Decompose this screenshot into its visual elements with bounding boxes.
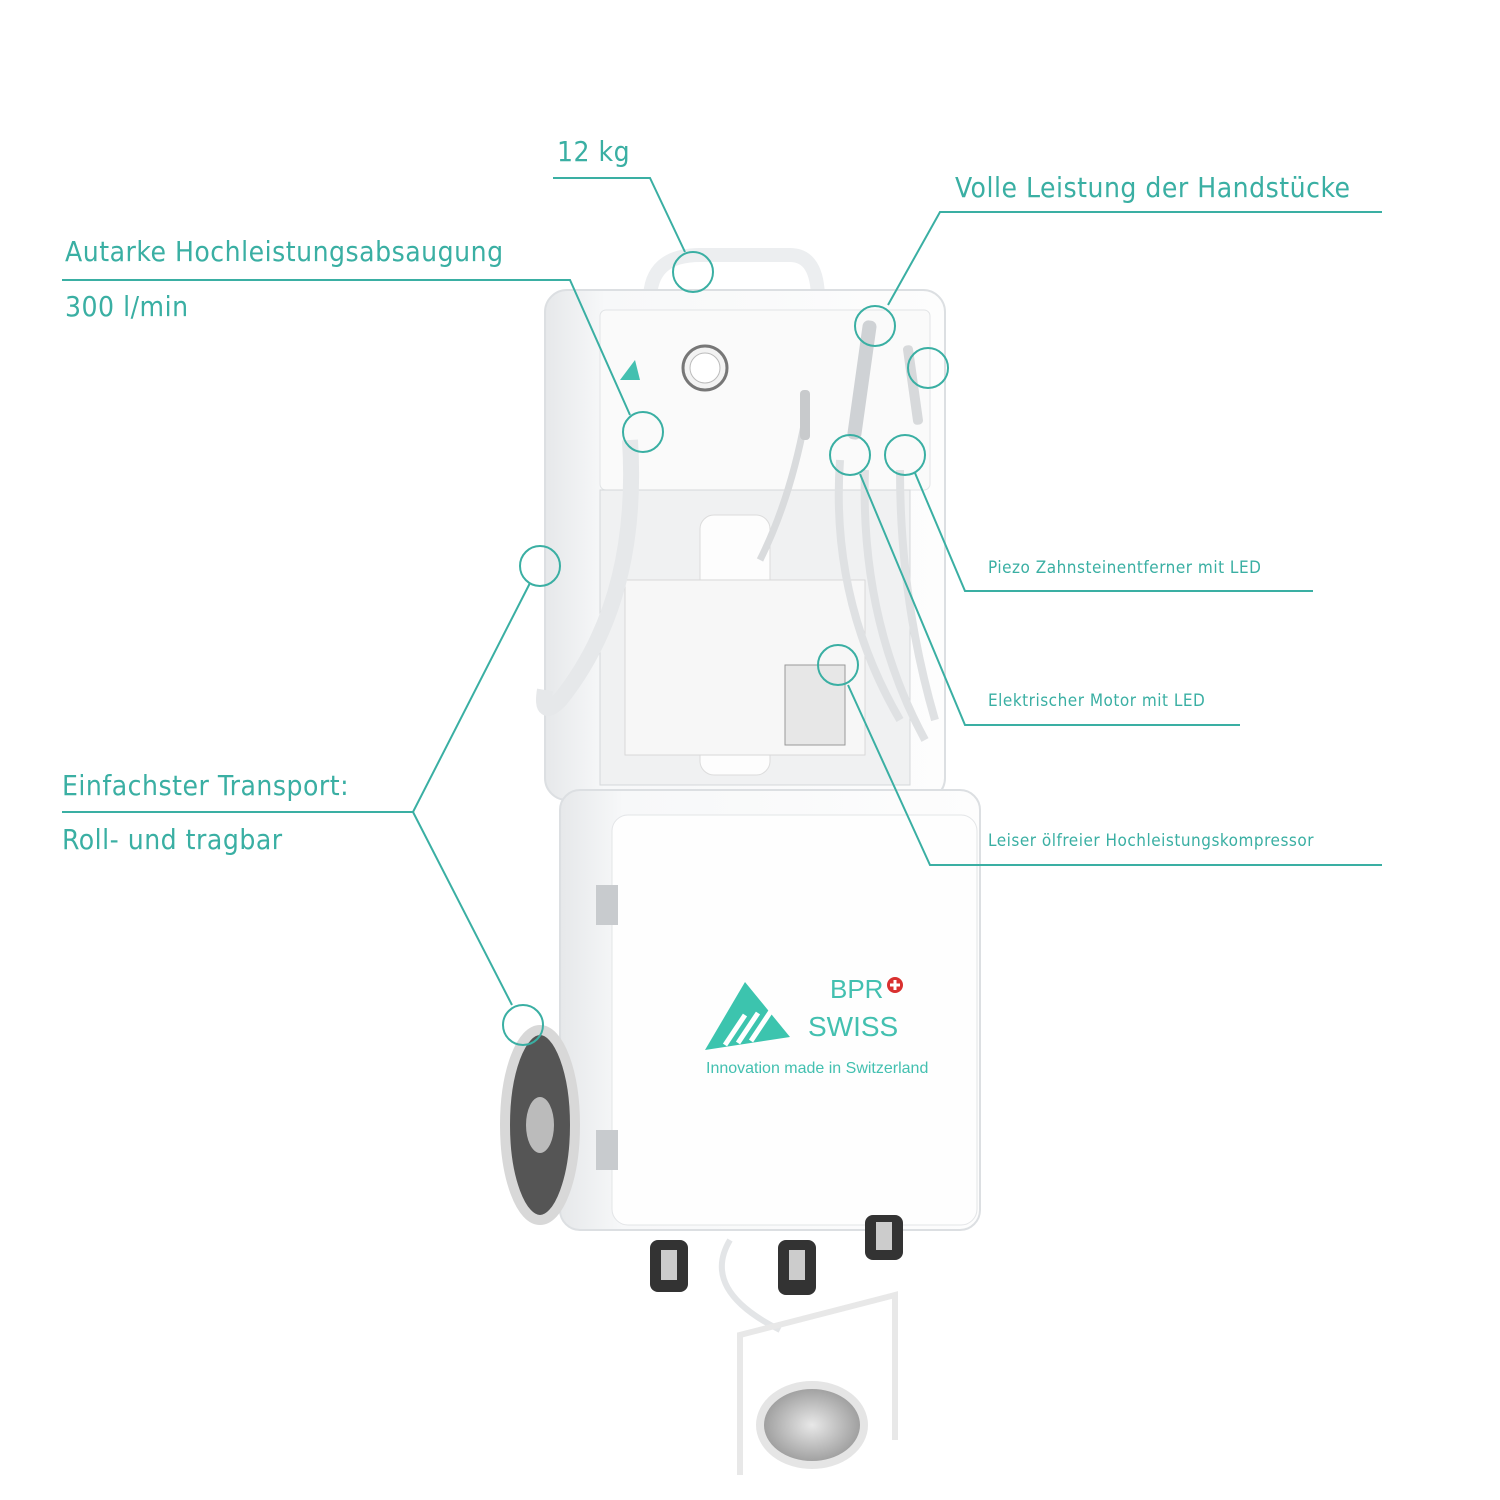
bpr-swiss-logo bbox=[705, 977, 903, 1050]
callout-lines bbox=[62, 177, 1382, 1046]
foot-pedal bbox=[756, 1381, 868, 1469]
callout-suction-title: Autarke Hochleistungsabsaugung bbox=[65, 235, 504, 268]
casters bbox=[650, 1215, 903, 1295]
logo-brand-line2: SWISS bbox=[808, 1011, 899, 1042]
logo-tagline: Innovation made in Switzerland bbox=[706, 1060, 929, 1077]
callout-handpieces: Volle Leistung der Handstücke bbox=[955, 171, 1351, 204]
callout-compressor: Leiser ölfreier Hochleistungskompressor bbox=[988, 831, 1315, 851]
callout-suction-value: 300 l/min bbox=[65, 290, 189, 323]
carry-handle bbox=[643, 248, 825, 301]
callout-weight: 12 kg bbox=[557, 135, 631, 168]
callout-motor: Elektrischer Motor mit LED bbox=[988, 691, 1206, 711]
callout-transport-title: Einfachster Transport: bbox=[62, 769, 350, 802]
handpiece bbox=[847, 320, 877, 440]
logo-brand-line1: BPR bbox=[830, 974, 884, 1004]
foot-pedal-frame bbox=[737, 1291, 898, 1475]
callout-piezo: Piezo Zahnsteinentferner mit LED bbox=[988, 558, 1262, 578]
callout-transport-sub: Roll- und tragbar bbox=[62, 823, 283, 856]
